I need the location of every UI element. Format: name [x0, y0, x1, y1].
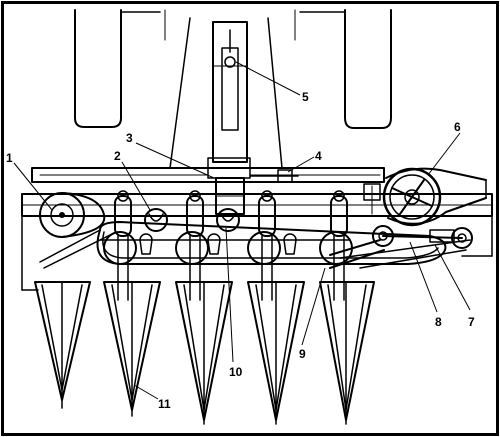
drive-pulley-left — [39, 192, 111, 269]
callout-11: 11 — [158, 397, 171, 411]
callout-7: 7 — [468, 315, 475, 329]
leader-2 — [121, 161, 151, 211]
callout-1: 1 — [6, 151, 13, 165]
leader-4 — [287, 156, 315, 173]
leader-7 — [434, 244, 471, 311]
row-dividers — [34, 235, 375, 425]
callout-3: 3 — [126, 131, 133, 145]
leader-6 — [427, 132, 461, 176]
callout-4: 4 — [315, 149, 322, 163]
flywheel-pulley — [382, 167, 487, 227]
callout-5: 5 — [302, 90, 309, 104]
callout-2: 2 — [114, 149, 121, 163]
conveyor-belt — [96, 221, 447, 265]
leader-8 — [409, 241, 438, 313]
callout-8: 8 — [435, 315, 442, 329]
belt-tensioner — [339, 183, 473, 269]
callout-6: 6 — [454, 120, 461, 134]
leader-lines — [13, 61, 471, 400]
leader-9 — [301, 267, 326, 346]
leader-10 — [225, 227, 234, 363]
callout-9: 9 — [299, 347, 306, 361]
gathering-wheels — [99, 208, 353, 265]
lift-mast — [207, 21, 251, 215]
leader-11 — [133, 384, 159, 400]
leader-5 — [235, 61, 301, 96]
callout-labels: 1 2 3 4 5 6 7 8 9 10 11 — [6, 90, 475, 411]
callout-10: 10 — [229, 365, 243, 379]
leader-3 — [135, 142, 215, 179]
leader-1 — [13, 162, 53, 211]
tractor-body — [74, 9, 392, 169]
row-unit-heads — [114, 190, 348, 237]
main-frame — [21, 167, 493, 291]
cutter-arm — [329, 239, 385, 269]
